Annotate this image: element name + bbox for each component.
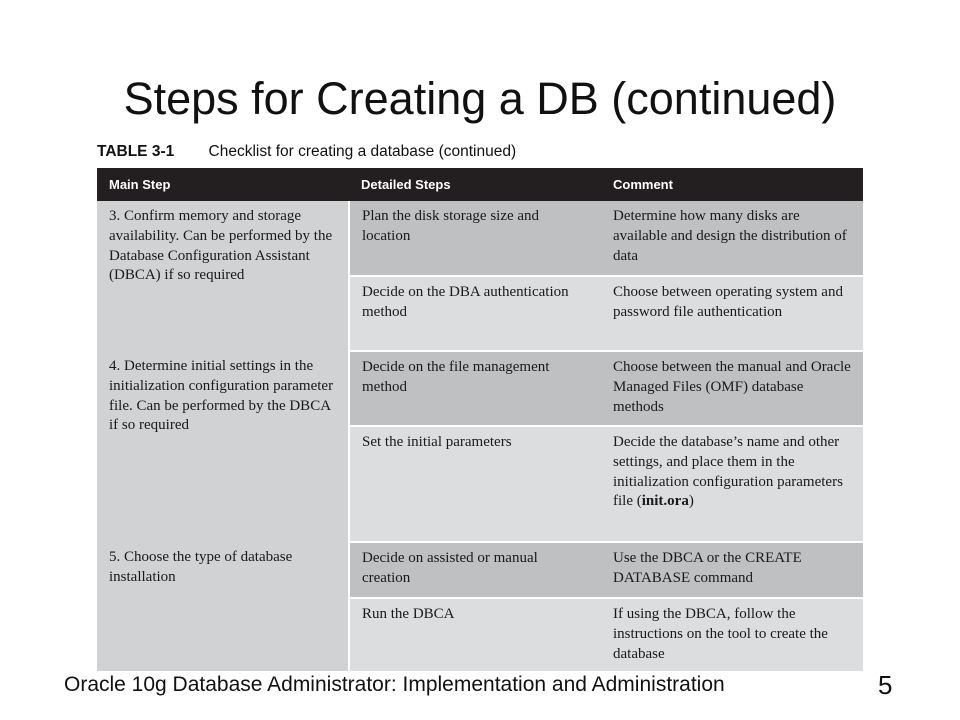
checklist-table: Main Step Detailed Steps Comment 3. Conf… — [97, 168, 863, 672]
table-caption: TABLE 3-1 Checklist for creating a datab… — [97, 143, 516, 161]
table-label: TABLE 3-1 — [97, 143, 175, 160]
main-step-cell: 3. Confirm memory and storage availabili… — [97, 201, 350, 351]
init-ora-filename: init.ora — [641, 493, 689, 510]
comment-cell: Choose between operating system and pass… — [601, 276, 863, 352]
table-row: Decide on the DBA authentication method … — [97, 276, 863, 352]
header-comment: Comment — [601, 168, 863, 201]
page-number: 5 — [878, 670, 893, 700]
main-step-cell: 5. Choose the type of database installat… — [97, 542, 350, 672]
detail-cell: Decide on the file management method — [349, 351, 601, 427]
comment-text: Decide the database’s name and other set… — [613, 434, 843, 510]
table-row: Run the DBCA If using the DBCA, follow t… — [97, 598, 863, 672]
table-caption-text: Checklist for creating a database (conti… — [208, 143, 517, 160]
slide-title: Steps for Creating a DB (continued) — [123, 73, 837, 124]
slide-footer: Oracle 10g Database Administrator: Imple… — [64, 673, 725, 696]
header-main-step: Main Step — [97, 168, 349, 201]
table-row: 3. Confirm memory and storage availabili… — [97, 201, 863, 351]
detail-cell: Plan the disk storage size and location — [349, 201, 601, 277]
detail-cell: Set the initial parameters — [349, 426, 601, 543]
comment-cell: Decide the database’s name and other set… — [601, 426, 863, 543]
comment-cell: Choose between the manual and Oracle Man… — [601, 351, 863, 427]
main-step-cell: 4. Determine initial settings in the ini… — [97, 351, 350, 542]
comment-cell: Use the DBCA or the CREATE DATABASE comm… — [601, 542, 863, 599]
header-detailed-steps: Detailed Steps — [349, 168, 601, 201]
detail-cell: Decide on assisted or manual creation — [349, 542, 601, 599]
table-row: Set the initial parameters Decide the da… — [97, 426, 863, 543]
table-header-row: Main Step Detailed Steps Comment — [97, 168, 863, 201]
comment-cell: Determine how many disks are available a… — [601, 201, 863, 277]
table-row: 5. Choose the type of database installat… — [97, 542, 863, 672]
detail-cell: Decide on the DBA authentication method — [349, 276, 601, 352]
comment-cell: If using the DBCA, follow the instructio… — [601, 598, 863, 672]
detail-cell: Run the DBCA — [349, 598, 601, 672]
table-row: 4. Determine initial settings in the ini… — [97, 351, 863, 542]
